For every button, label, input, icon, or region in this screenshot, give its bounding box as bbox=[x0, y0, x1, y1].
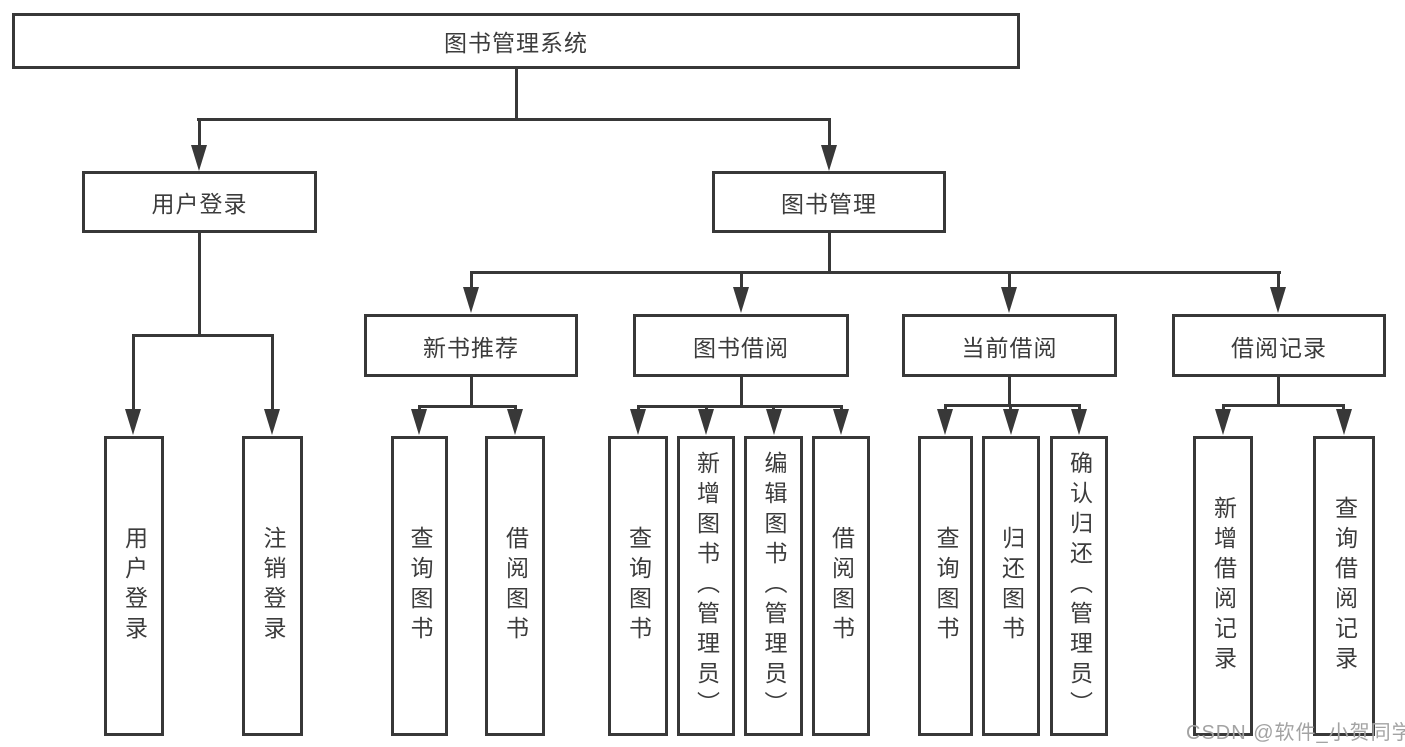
connector-line bbox=[470, 271, 473, 288]
node-label: 注销登录 bbox=[260, 526, 286, 646]
connector-line bbox=[637, 405, 640, 411]
connector-line bbox=[132, 334, 274, 337]
connector-line bbox=[514, 405, 517, 411]
arrowhead-down-icon bbox=[766, 409, 782, 435]
node-label: 图书借阅 bbox=[693, 334, 789, 361]
node-current-borrowing: 当前借阅 bbox=[902, 314, 1117, 377]
connector-line bbox=[1008, 377, 1011, 406]
node-book-borrowing: 图书借阅 bbox=[633, 314, 849, 377]
node-user-login: 用户登录 bbox=[82, 171, 317, 233]
node-borrowing-records: 借阅记录 bbox=[1172, 314, 1386, 377]
connector-line bbox=[772, 405, 775, 411]
arrowhead-down-icon bbox=[821, 145, 837, 171]
arrowhead-down-icon bbox=[1001, 287, 1017, 313]
arrowhead-down-icon bbox=[264, 409, 280, 435]
connector-line bbox=[198, 118, 201, 148]
connector-line bbox=[198, 233, 201, 336]
node-book-management: 图书管理 bbox=[712, 171, 946, 233]
node-label: 借阅图书 bbox=[502, 526, 529, 646]
node-label: 确认归还（管理员） bbox=[1066, 451, 1093, 721]
node-label: 查询借阅记录 bbox=[1331, 496, 1358, 676]
connector-line bbox=[1078, 404, 1081, 411]
arrowhead-down-icon bbox=[698, 409, 714, 435]
leaf-confirm-return-admin: 确认归还（管理员） bbox=[1050, 436, 1108, 736]
leaf-add-books-admin: 新增图书（管理员） bbox=[677, 436, 735, 736]
connector-line bbox=[1008, 271, 1011, 288]
connector-line bbox=[944, 404, 1081, 407]
node-label: 图书管理系统 bbox=[444, 30, 588, 56]
connector-line bbox=[132, 334, 135, 410]
node-label: 查询图书 bbox=[407, 526, 433, 646]
node-label: 用户登录 bbox=[151, 191, 248, 217]
leaf-query-books-borrowing: 查询图书 bbox=[608, 436, 668, 736]
leaf-return-books: 归还图书 bbox=[982, 436, 1040, 736]
connector-line bbox=[944, 404, 947, 411]
node-label: 用户登录 bbox=[121, 526, 148, 646]
leaf-borrow-books-recommend: 借阅图书 bbox=[485, 436, 545, 736]
node-label: 借阅图书 bbox=[828, 526, 855, 646]
connector-line bbox=[840, 405, 843, 411]
leaf-query-borrowing-record: 查询借阅记录 bbox=[1313, 436, 1375, 736]
arrowhead-down-icon bbox=[507, 409, 523, 435]
connector-line bbox=[197, 118, 831, 121]
node-label: 新增图书（管理员） bbox=[693, 451, 720, 721]
watermark-csdn: CSDN @软件_小贺同学 bbox=[1186, 722, 1405, 744]
node-label: 借阅记录 bbox=[1231, 334, 1327, 361]
leaf-query-books-recommend: 查询图书 bbox=[391, 436, 448, 736]
connector-line bbox=[1222, 404, 1345, 407]
arrowhead-down-icon bbox=[1270, 287, 1286, 313]
connector-line bbox=[418, 405, 517, 408]
node-label: 图书管理 bbox=[781, 191, 877, 217]
arrowhead-down-icon bbox=[937, 409, 953, 435]
arrowhead-down-icon bbox=[191, 145, 207, 171]
connector-line bbox=[705, 405, 708, 411]
node-label: 新增借阅记录 bbox=[1210, 496, 1237, 676]
connector-line bbox=[470, 271, 1281, 274]
connector-line bbox=[1342, 404, 1345, 411]
arrowhead-down-icon bbox=[1071, 409, 1087, 435]
connector-line bbox=[1009, 404, 1012, 411]
connector-line bbox=[637, 405, 842, 408]
connector-line bbox=[1277, 271, 1280, 288]
arrowhead-down-icon bbox=[411, 409, 427, 435]
node-label: 编辑图书（管理员） bbox=[761, 451, 787, 721]
arrowhead-down-icon bbox=[733, 287, 749, 313]
node-label: 当前借阅 bbox=[961, 334, 1058, 361]
node-label: 归还图书 bbox=[998, 526, 1025, 646]
arrowhead-down-icon bbox=[833, 409, 849, 435]
node-label: 查询图书 bbox=[933, 526, 959, 646]
leaf-user-login: 用户登录 bbox=[104, 436, 164, 736]
node-label: 查询图书 bbox=[625, 526, 652, 646]
leaf-logout-login: 注销登录 bbox=[242, 436, 303, 736]
connector-line bbox=[740, 271, 743, 288]
leaf-edit-books-admin: 编辑图书（管理员） bbox=[744, 436, 803, 736]
arrowhead-down-icon bbox=[1003, 409, 1019, 435]
node-new-book-recommendation: 新书推荐 bbox=[364, 314, 578, 377]
connector-line bbox=[418, 405, 421, 411]
connector-line bbox=[515, 68, 518, 118]
leaf-add-borrowing-record: 新增借阅记录 bbox=[1193, 436, 1253, 736]
leaf-query-books-current: 查询图书 bbox=[918, 436, 973, 736]
node-library-management-system: 图书管理系统 bbox=[12, 13, 1020, 69]
leaf-borrow-books: 借阅图书 bbox=[812, 436, 870, 736]
connector-line bbox=[1222, 404, 1225, 411]
connector-line bbox=[1277, 377, 1280, 406]
arrowhead-down-icon bbox=[463, 287, 479, 313]
connector-line bbox=[271, 334, 274, 410]
connector-line bbox=[740, 377, 743, 407]
node-label: 新书推荐 bbox=[423, 334, 519, 361]
connector-line bbox=[828, 118, 831, 148]
arrowhead-down-icon bbox=[125, 409, 141, 435]
arrowhead-down-icon bbox=[1215, 409, 1231, 435]
arrowhead-down-icon bbox=[630, 409, 646, 435]
arrowhead-down-icon bbox=[1336, 409, 1352, 435]
connector-line bbox=[828, 233, 831, 273]
connector-line bbox=[470, 377, 473, 407]
